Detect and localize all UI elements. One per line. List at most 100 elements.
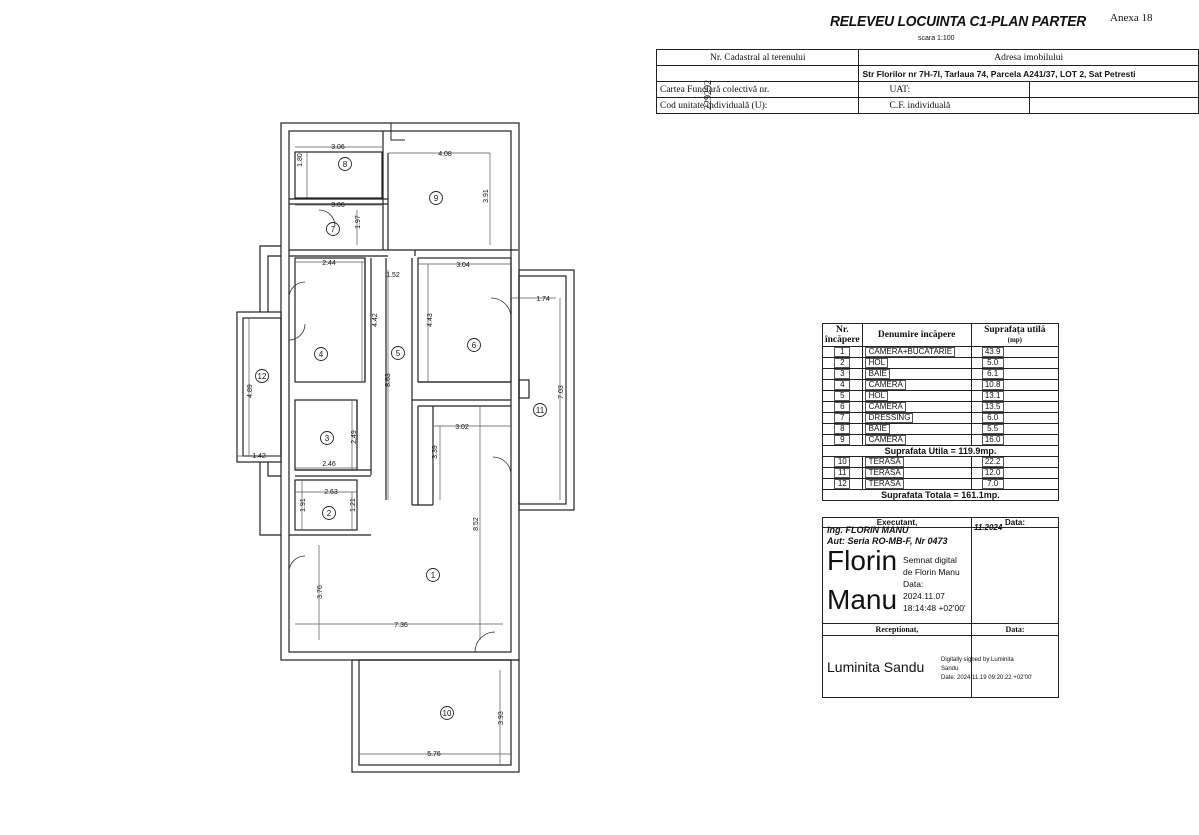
dimension-label: 1.42 — [252, 453, 266, 460]
room-number-circle — [255, 369, 269, 383]
room-area: 5.5 — [970, 423, 1060, 435]
rsig-line-2: Sandu — [941, 666, 959, 672]
room-number-label: 1 — [431, 571, 436, 580]
signature-name-manu: Manu — [827, 584, 898, 615]
room-area: 7.0 — [970, 478, 1060, 490]
sig-line-3: Data: — [903, 579, 924, 589]
dimension-label: 1.80 — [297, 153, 304, 167]
room-number-circle — [533, 403, 547, 417]
dimension-label: 1.74 — [536, 296, 550, 303]
executant-date-label: Data: — [972, 518, 1058, 528]
room-nr: 3 — [822, 368, 863, 380]
dimension-label: 2.49 — [351, 430, 358, 444]
dimension-label: 3.91 — [483, 189, 490, 203]
room-nr: 11 — [822, 467, 863, 479]
rsig-line-1: Digitally signed by Luminita — [941, 657, 1014, 663]
unit-code-label: Cod unitate individuală (U): — [655, 97, 860, 114]
dimension-label: 7.36 — [394, 622, 408, 629]
rsig-line-3: Date: 2024.11.19 09:20:22 +02'00' — [941, 675, 1033, 681]
property-info-table: Nr. Cadastral al terenului Adresa imobil… — [655, 49, 1199, 114]
receptionat-signature-name: Luminita Sandu — [827, 659, 925, 675]
dimension-label: 4.89 — [247, 384, 254, 398]
room-name: BAIE — [861, 423, 972, 435]
room-number-label: 4 — [319, 350, 324, 359]
dimension-label: 4.43 — [427, 313, 434, 327]
room-nr: 5 — [822, 390, 863, 402]
dimension-label: 5.76 — [427, 751, 441, 758]
signature-details: Semnat digital de Florin Manu Data: 2024… — [903, 554, 966, 614]
room-number-label: 5 — [396, 349, 401, 358]
receptionat-label: Receptionat, — [823, 624, 972, 636]
room-number-circle — [467, 338, 481, 352]
dimension-label: 3.93 — [498, 711, 505, 725]
dimension-label: 3.06 — [331, 202, 345, 209]
room-number-label: 8 — [343, 160, 348, 169]
dimension-label: 1.21 — [350, 498, 357, 512]
room-number-circle — [322, 506, 336, 520]
room-nr: 7 — [822, 412, 863, 424]
col-name: Denumire încăpere — [861, 323, 972, 347]
receptionat-signature-details: Digitally signed by Luminita Sandu Date:… — [941, 656, 1032, 683]
room-area: 13.1 — [970, 390, 1060, 402]
room-number-label: 10 — [443, 709, 452, 718]
room-area: 43.9 — [970, 346, 1060, 358]
room-name: HOL — [861, 357, 972, 369]
receptionat-date-label: Data: — [972, 624, 1058, 636]
col-area-unit: (mp) — [1007, 336, 1023, 344]
room-number-circle — [326, 222, 340, 236]
room-number-label: 2 — [327, 509, 332, 518]
room-name: CAMERA — [861, 379, 972, 391]
dimension-label: 1.97 — [355, 215, 362, 229]
room-nr: 9 — [822, 434, 863, 446]
dimension-label: 1.52 — [386, 272, 400, 279]
room-area: 16.0 — [970, 434, 1060, 446]
sig-line-1: Semnat digital — [903, 555, 957, 565]
dimension-label: 8.63 — [385, 373, 392, 387]
dimension-label: 3.39 — [432, 445, 439, 459]
dimension-label: 1.91 — [300, 498, 307, 512]
dimension-label: 4.42 — [372, 313, 379, 327]
col-area-label: Suprafața utilă — [984, 325, 1046, 335]
dimension-label: 2.63 — [324, 489, 338, 496]
room-number-circle — [426, 568, 440, 582]
room-number-circle — [440, 706, 454, 720]
sig-line-4: 2024.11.07 — [903, 591, 945, 601]
room-number-label: 11 — [536, 406, 545, 415]
dimension-label: 4.08 — [438, 151, 452, 158]
signature-block: Executant, Data: ing. FLORIN MANU Aut: S… — [822, 517, 1059, 698]
cadastral-value: 229292 — [703, 80, 714, 110]
sig-line-2: de Florin Manu — [903, 567, 960, 577]
uat-label: UAT: — [858, 81, 1031, 98]
room-name: TERASA — [861, 456, 972, 468]
room-name: CAMERA — [861, 434, 972, 446]
address-label: Adresa imobilului — [858, 49, 1199, 66]
col-nr: Nr. încăpere — [822, 323, 863, 347]
room-name: CAMERA+BUCATARIE — [861, 346, 972, 358]
room-area: 10.8 — [970, 379, 1060, 391]
grand-total: Suprafata Totala = 161.1mp. — [822, 489, 1059, 501]
room-number-label: 7 — [331, 225, 336, 234]
room-area: 13.5 — [970, 401, 1060, 413]
room-area: 5.0 — [970, 357, 1060, 369]
dimension-label: 7.03 — [558, 385, 565, 399]
dimension-label: 2.44 — [322, 260, 336, 267]
room-name: CAMERA — [861, 401, 972, 413]
room-nr: 1 — [822, 346, 863, 358]
room-name: TERASA — [861, 478, 972, 490]
scale-label: scara 1:100 — [918, 35, 955, 42]
dimension-label: 3.76 — [317, 585, 324, 599]
cf-collective-label: Cartea Funciară colectivă nr. — [655, 81, 860, 98]
room-area: 12.0 — [970, 467, 1060, 479]
room-number-circle — [320, 431, 334, 445]
